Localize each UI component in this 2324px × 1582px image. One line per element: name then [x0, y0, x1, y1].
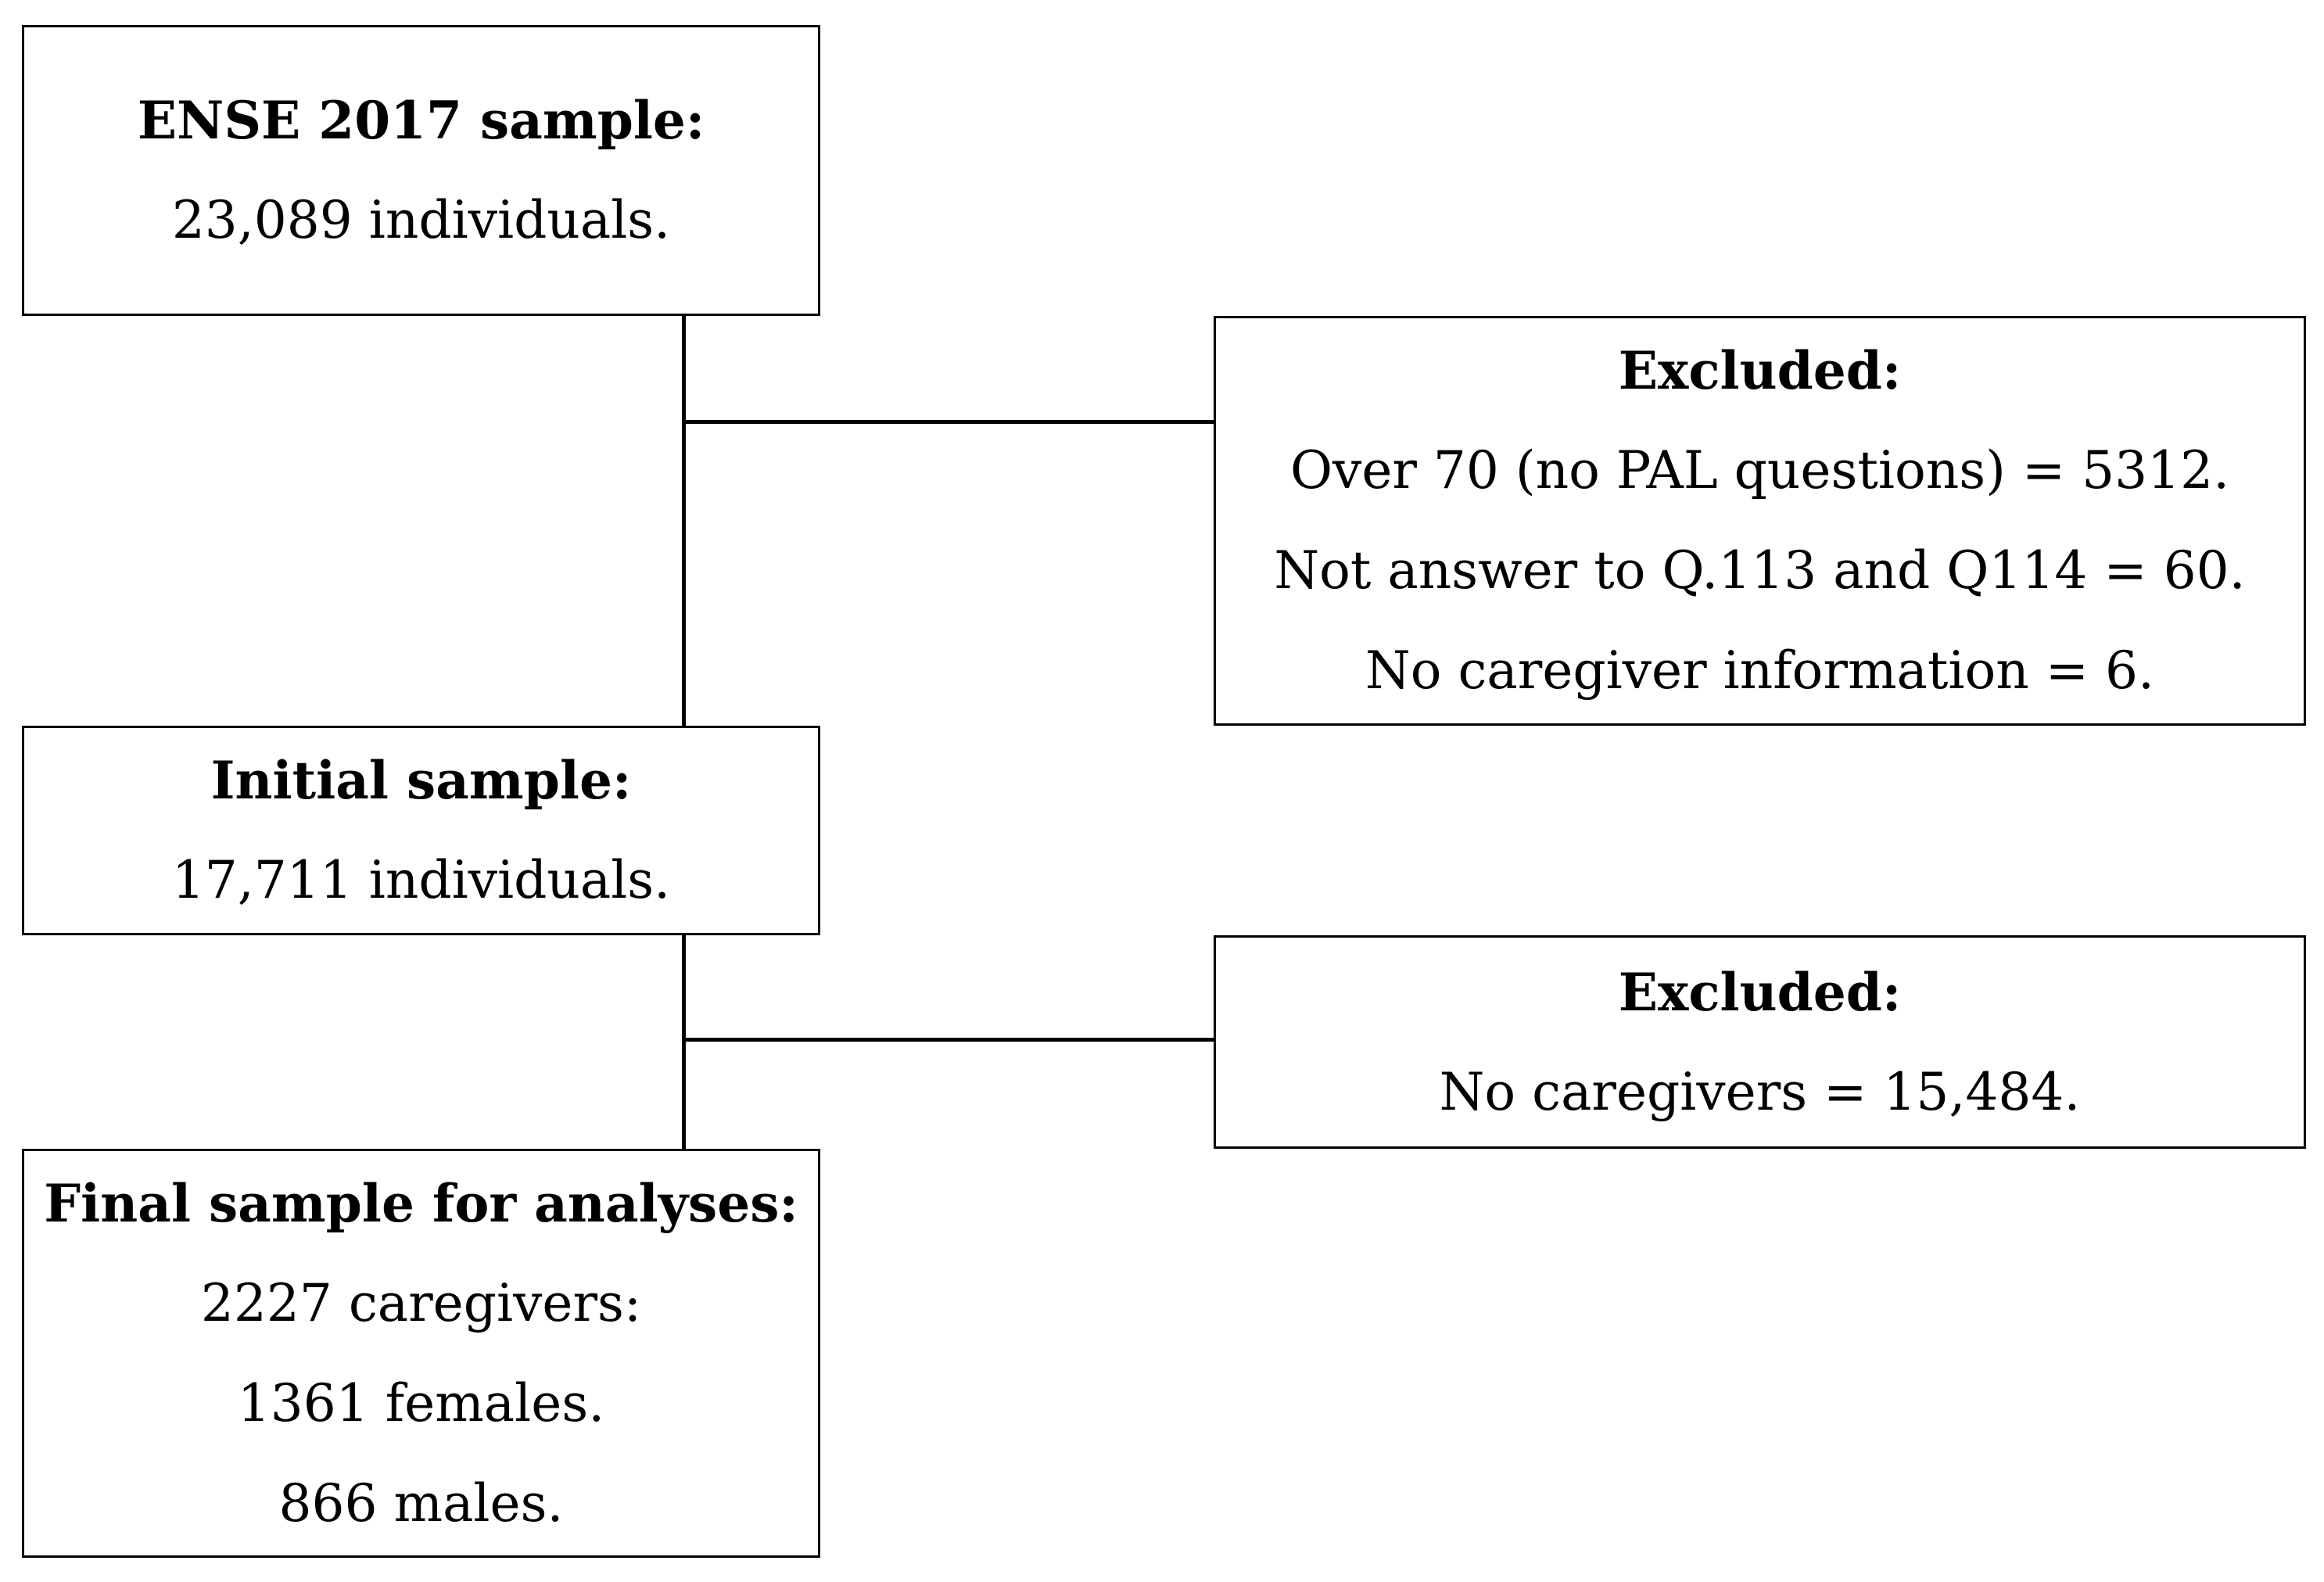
- excluded-1-no-answer: Not answer to Q.113 and Q114 = 60.: [1274, 540, 2246, 601]
- initial-sample-count: 17,711 individuals.: [171, 850, 671, 910]
- connector-ense-to-initial: [682, 316, 686, 726]
- ense-sample-box: ENSE 2017 sample: 23,089 individuals.: [22, 25, 820, 316]
- final-sample-females: 1361 females.: [237, 1372, 605, 1433]
- excluded-1-over-70: Over 70 (no PAL questions) = 5312.: [1289, 440, 2230, 500]
- initial-sample-title: Initial sample:: [210, 750, 632, 811]
- connector-to-excluded-1: [682, 420, 1215, 424]
- connector-to-excluded-2: [682, 1038, 1215, 1042]
- final-sample-caregivers: 2227 caregivers:: [200, 1272, 642, 1333]
- excluded-box-1: Excluded: Over 70 (no PAL questions) = 5…: [1214, 316, 2306, 726]
- excluded-1-title: Excluded:: [1618, 340, 1902, 401]
- initial-sample-box: Initial sample: 17,711 individuals.: [22, 726, 820, 935]
- excluded-1-no-caregiver-info: No caregiver information = 6.: [1365, 640, 2154, 701]
- ense-sample-count: 23,089 individuals.: [171, 190, 671, 250]
- connector-initial-to-final: [682, 935, 686, 1149]
- excluded-2-title: Excluded:: [1618, 961, 1902, 1023]
- final-sample-box: Final sample for analyses: 2227 caregive…: [22, 1149, 820, 1558]
- final-sample-title: Final sample for analyses:: [44, 1172, 798, 1234]
- excluded-2-no-caregivers: No caregivers = 15,484.: [1439, 1061, 2081, 1122]
- excluded-box-2: Excluded: No caregivers = 15,484.: [1214, 935, 2306, 1149]
- ense-sample-title: ENSE 2017 sample:: [137, 90, 705, 151]
- final-sample-males: 866 males.: [278, 1473, 564, 1534]
